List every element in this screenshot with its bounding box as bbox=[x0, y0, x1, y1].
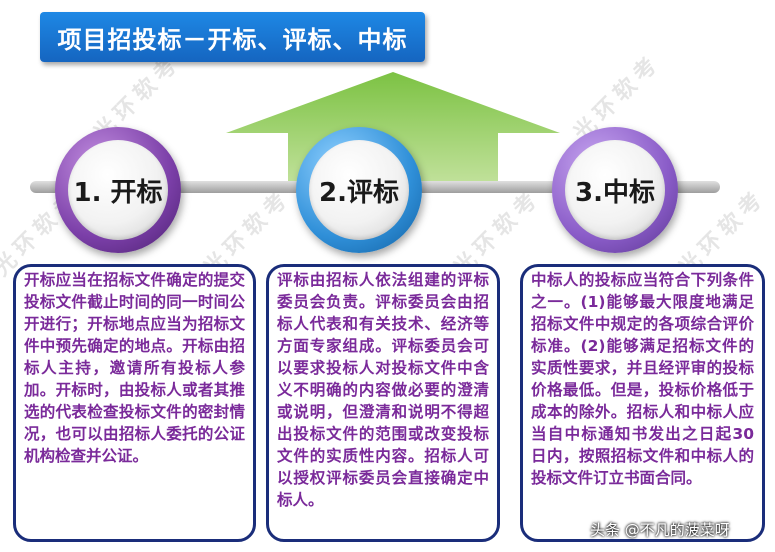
step-circle-inner: 3.中标 bbox=[565, 140, 665, 240]
step-label-open: 1. 开标 bbox=[73, 177, 163, 208]
description-text-open: 开标应当在招标文件确定的提交投标文件截止时间的同一时间公开进行；开标地点应当为招… bbox=[24, 271, 245, 465]
description-text-award: 中标人的投标应当符合下列条件之一。(1)能够最大限度地满足招标文件中规定的各项综… bbox=[531, 271, 754, 487]
title-banner: 项目招投标－开标、评标、中标 bbox=[40, 12, 425, 62]
step-circle-award: 3.中标 bbox=[552, 127, 678, 253]
description-box-award: 中标人的投标应当符合下列条件之一。(1)能够最大限度地满足招标文件中规定的各项综… bbox=[520, 264, 765, 542]
page-title: 项目招投标－开标、评标、中标 bbox=[57, 25, 408, 54]
step-circle-inner: 1. 开标 bbox=[68, 140, 168, 240]
step-label-award: 3.中标 bbox=[575, 177, 655, 208]
description-box-open: 开标应当在招标文件确定的提交投标文件截止时间的同一时间公开进行；开标地点应当为招… bbox=[13, 264, 256, 542]
description-box-evaluate: 评标由招标人依法组建的评标委员会负责。评标委员会由招标人代表和有关技术、经济等方… bbox=[266, 264, 500, 542]
step-circle-evaluate: 2.评标 bbox=[296, 127, 422, 253]
step-circle-open: 1. 开标 bbox=[55, 127, 181, 253]
description-text-evaluate: 评标由招标人依法组建的评标委员会负责。评标委员会由招标人代表和有关技术、经济等方… bbox=[277, 271, 489, 509]
step-label-evaluate: 2.评标 bbox=[319, 177, 399, 208]
step-circle-inner: 2.评标 bbox=[309, 140, 409, 240]
source-attribution: 头条 @不凡的菠菜呀 bbox=[590, 521, 730, 539]
